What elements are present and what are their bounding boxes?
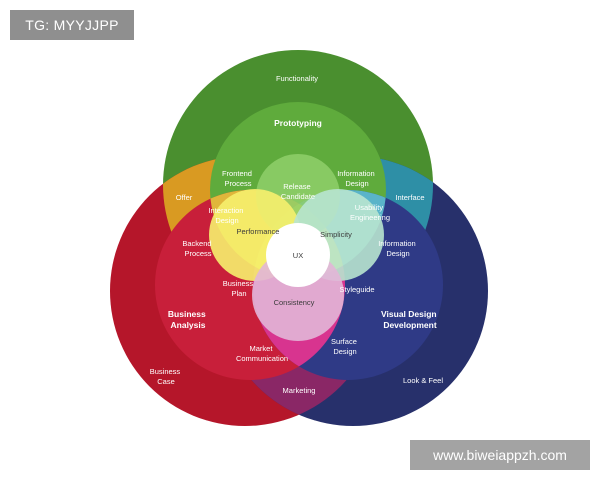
- label-functionality: Functionality: [276, 74, 318, 83]
- label-business-case: Business Case: [150, 367, 183, 386]
- label-simplicity: Simplicity: [320, 230, 352, 239]
- label-consistency: Consistency: [274, 298, 315, 307]
- label-ux: UX: [293, 251, 303, 260]
- label-frontend-process: Frontend Process: [222, 169, 254, 188]
- label-prototyping: Prototyping: [274, 118, 322, 128]
- label-usability-engineering: Usability Engineering: [350, 203, 390, 222]
- label-surface-design: Surface Design: [331, 337, 359, 356]
- label-offer: Offer: [176, 193, 193, 202]
- label-information-design-top: Information Design: [337, 169, 377, 188]
- website-watermark: www.biweiappzh.com: [410, 440, 590, 470]
- label-market-communication: Market Communication: [236, 344, 288, 363]
- label-backend-process: Backend Process: [182, 239, 213, 258]
- label-information-design-right: Information Design: [378, 239, 418, 258]
- label-business-plan: Business Plan: [223, 279, 256, 298]
- label-release-candidate: Release Candidate: [281, 182, 315, 201]
- label-performance: Performance: [237, 227, 280, 236]
- label-interaction-design: Interaction Design: [208, 206, 245, 225]
- tg-badge: TG: MYYJJPP: [10, 10, 134, 40]
- ux-center: [266, 223, 330, 287]
- label-styleguide: Styleguide: [339, 285, 374, 294]
- label-interface: Interface: [395, 193, 424, 202]
- label-marketing: Marketing: [283, 386, 316, 395]
- label-business-analysis: Business Analysis: [168, 309, 208, 330]
- label-look-and-feel: Look & Feel: [403, 376, 443, 385]
- label-visual-design-development: Visual Design Development: [381, 309, 439, 330]
